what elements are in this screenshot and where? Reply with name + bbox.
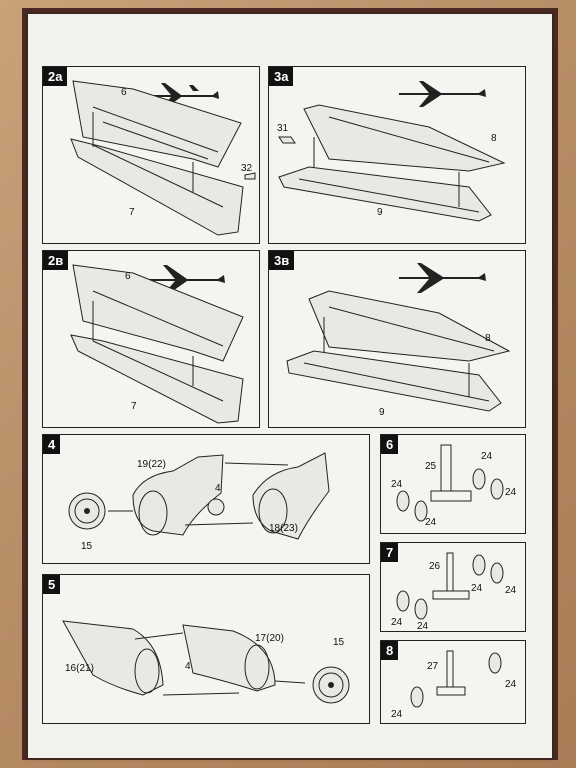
engine-fan-icon bbox=[312, 666, 350, 704]
step-8-diagram bbox=[410, 650, 502, 708]
step-4-panel: 4 19(22) 18(23) 4 15 bbox=[42, 434, 370, 564]
step-7-diagram bbox=[396, 552, 504, 620]
step-6-panel: 6 25 24 24 24 24 bbox=[380, 434, 526, 534]
wheel-24-label: 24 bbox=[505, 487, 517, 498]
part-27-label: 27 bbox=[427, 661, 439, 672]
step-3b-diagram bbox=[286, 263, 511, 412]
part-6-label: 6 bbox=[121, 87, 127, 98]
step-7-tag: 7 bbox=[381, 543, 399, 562]
step-2a-diagram bbox=[70, 80, 256, 236]
part-25-label: 25 bbox=[425, 461, 437, 472]
part-7-label: 7 bbox=[129, 207, 135, 218]
part-16-21-label: 16(21) bbox=[65, 663, 94, 674]
part-32-label: 32 bbox=[241, 163, 253, 174]
step-3a-tag: 3a bbox=[269, 67, 294, 86]
wheel-24-label: 24 bbox=[417, 621, 429, 632]
wheel-24-label: 24 bbox=[505, 679, 517, 690]
part-8-label: 8 bbox=[485, 333, 491, 344]
part-4-label: 4 bbox=[215, 483, 221, 494]
wheel-24-label: 24 bbox=[391, 709, 403, 720]
airplane-icon bbox=[399, 81, 486, 107]
airplane-icon bbox=[399, 263, 486, 293]
wheel-24-label: 24 bbox=[391, 617, 403, 628]
part-7-label: 7 bbox=[131, 401, 137, 412]
instruction-sheet: 2a 6 7 32 3a 31 8 9 2в bbox=[28, 14, 552, 758]
part-18-23-label: 18(23) bbox=[269, 523, 298, 534]
step-6-tag: 6 bbox=[381, 435, 399, 454]
part-26-label: 26 bbox=[429, 561, 441, 572]
step-3b-tag: 3в bbox=[269, 251, 295, 270]
part-15-label: 15 bbox=[81, 541, 93, 552]
part-15-label: 15 bbox=[333, 637, 345, 648]
part-6-label: 6 bbox=[125, 271, 131, 282]
step-7-panel: 7 26 24 24 24 24 bbox=[380, 542, 526, 632]
wheel-24-label: 24 bbox=[391, 479, 403, 490]
step-8-panel: 8 27 24 24 bbox=[380, 640, 526, 724]
part-4-label: 4 bbox=[185, 661, 191, 672]
wheel-24-label: 24 bbox=[505, 585, 517, 596]
part-9-label: 9 bbox=[379, 407, 385, 418]
wheel-24-label: 24 bbox=[425, 517, 437, 528]
step-6-diagram bbox=[396, 444, 504, 522]
step-2a-tag: 2a bbox=[43, 67, 68, 86]
part-31-label: 31 bbox=[277, 123, 289, 134]
step-8-tag: 8 bbox=[381, 641, 399, 660]
engine-fan-icon bbox=[68, 492, 106, 530]
step-2b-panel: 2в 6 7 bbox=[42, 250, 260, 428]
step-3a-panel: 3a 31 8 9 bbox=[268, 66, 526, 244]
step-3b-panel: 3в 8 9 bbox=[268, 250, 526, 428]
part-17-20-label: 17(20) bbox=[255, 633, 284, 644]
part-19-22-label: 19(22) bbox=[137, 459, 166, 470]
step-5-tag: 5 bbox=[43, 575, 61, 594]
step-4-diagram bbox=[68, 452, 330, 540]
step-3a-diagram bbox=[278, 81, 506, 222]
step-5-panel: 5 16(21) 17(20) 4 15 bbox=[42, 574, 370, 724]
wheel-24-label: 24 bbox=[471, 583, 483, 594]
wheel-24-label: 24 bbox=[481, 451, 493, 462]
step-2b-tag: 2в bbox=[43, 251, 69, 270]
step-2a-panel: 2a 6 7 32 bbox=[42, 66, 260, 244]
step-5-diagram bbox=[62, 620, 350, 704]
part-8-label: 8 bbox=[491, 133, 497, 144]
step-4-tag: 4 bbox=[43, 435, 61, 454]
step-2b-diagram bbox=[70, 264, 244, 424]
part-9-label: 9 bbox=[377, 207, 383, 218]
